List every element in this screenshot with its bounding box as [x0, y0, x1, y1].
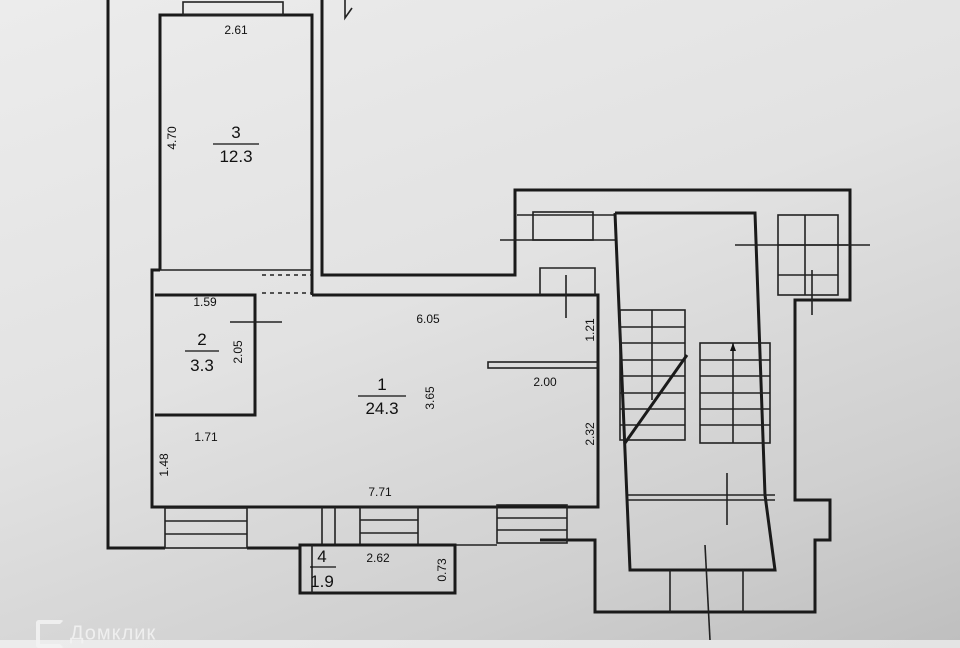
dim-room1-height: 3.65 — [423, 386, 437, 410]
dimension-labels: 2.61 4.70 1.59 2.05 6.05 3.65 1.21 2.00 … — [157, 23, 597, 582]
dim-room4-width: 2.62 — [366, 551, 390, 565]
dim-room1-right-lower: 2.32 — [583, 422, 597, 446]
dim-room1-bottom: 7.71 — [368, 485, 392, 499]
dim-room3-width: 2.61 — [224, 23, 248, 37]
arrow-up-icon — [730, 343, 736, 351]
dim-room1-top: 6.05 — [416, 312, 440, 326]
walls — [106, 0, 870, 640]
dim-partition: 2.00 — [533, 375, 557, 389]
dim-room1-right-upper: 1.21 — [583, 318, 597, 342]
watermark-text: Домклик — [70, 622, 157, 645]
stairs-up — [699, 342, 771, 444]
watermark: Домклик — [36, 620, 156, 648]
dim-room2-length: 2.05 — [231, 340, 245, 364]
stairs-down — [619, 309, 689, 444]
dim-room3-length: 4.70 — [165, 126, 179, 150]
dim-room1-left: 1.71 — [194, 430, 218, 444]
room-1-area: 24.3 — [365, 399, 398, 418]
dim-room1-left-lower: 1.48 — [157, 453, 171, 477]
room-labels: 3 12.3 2 3.3 1 24.3 4 1.9 — [185, 123, 406, 591]
room-2-number: 2 — [197, 330, 206, 349]
room-3-number: 3 — [231, 123, 240, 142]
dim-room2-width: 1.59 — [193, 295, 217, 309]
room-3-area: 12.3 — [219, 147, 252, 166]
room-1-number: 1 — [377, 375, 386, 394]
house-logo-icon — [36, 620, 64, 648]
room-4-number: 4 — [317, 547, 326, 566]
room-2-area: 3.3 — [190, 356, 214, 375]
dim-room4-length: 0.73 — [435, 558, 449, 582]
room-4-area: 1.9 — [310, 572, 334, 591]
